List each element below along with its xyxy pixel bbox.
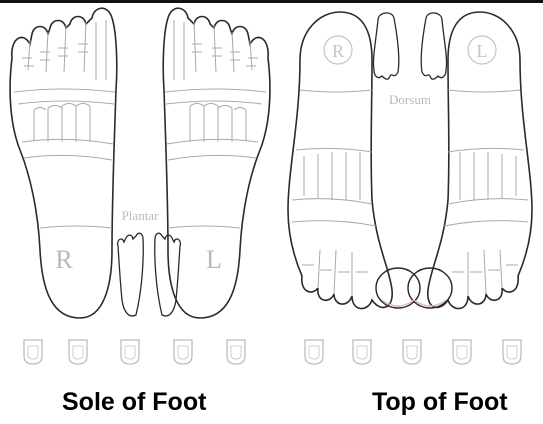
top-left-zone-lines: [444, 90, 528, 296]
sole-right-letter: R: [55, 245, 73, 274]
toenail-icon: [305, 340, 323, 364]
toenail-icon: [121, 340, 139, 364]
dorsum-inset-left: [421, 13, 446, 79]
top-panel: [288, 12, 532, 309]
toenail-icon: [403, 340, 421, 364]
sole-of-foot-caption: Sole of Foot: [62, 388, 206, 417]
top-right-zone-lines: [292, 90, 376, 296]
toenail-icon: [503, 340, 521, 364]
sole-panel: [10, 8, 270, 318]
top-left-letter: L: [477, 41, 488, 61]
sole-left-letter: L: [206, 245, 222, 274]
top-right-letter: R: [332, 41, 344, 61]
toenail-icon: [24, 340, 42, 364]
dorsum-inset-right: [373, 13, 398, 79]
sole-left-zone-lines: [165, 20, 266, 228]
plantar-inset-right: [118, 233, 144, 316]
toenail-icon: [69, 340, 87, 364]
sole-right-zone-lines: [14, 20, 115, 228]
toenail-icon: [453, 340, 471, 364]
toenail-icon: [353, 340, 371, 364]
toenail-icon-row: [24, 340, 521, 364]
toenail-icon: [174, 340, 192, 364]
top-left-big-toe: [408, 268, 452, 308]
dorsum-label: Dorsum: [389, 92, 431, 107]
plantar-label: Plantar: [122, 208, 159, 223]
toenail-icon: [227, 340, 245, 364]
top-of-foot-caption: Top of Foot: [372, 388, 508, 417]
